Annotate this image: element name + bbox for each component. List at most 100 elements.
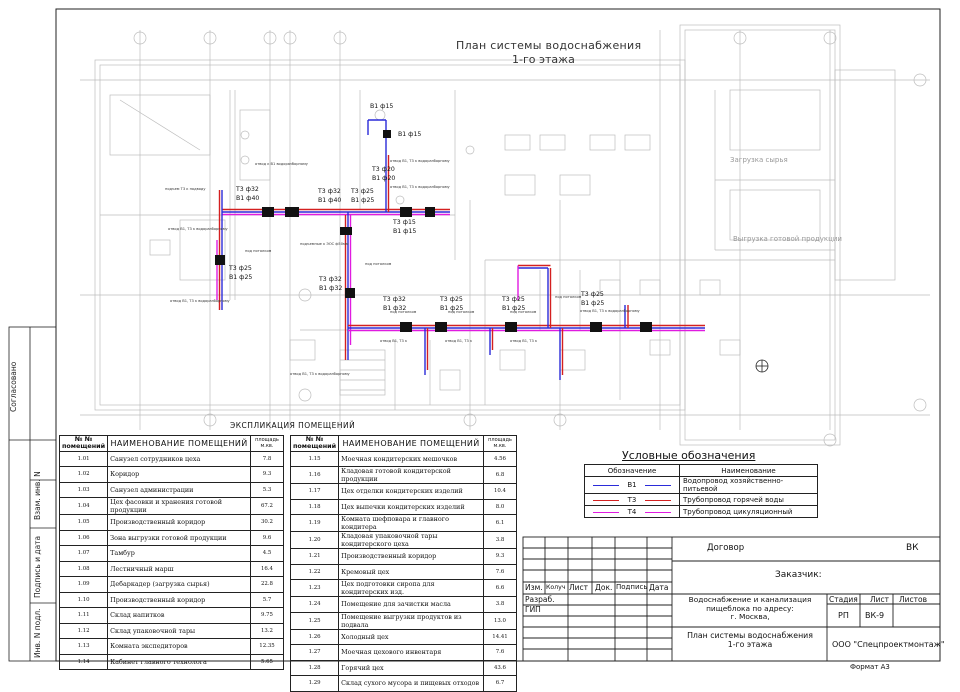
plan-annotations: отвод к В1 водоразборному подъем Т3 к по… [165, 159, 641, 376]
room-label-unloading: Выгрузка готовой продукции [733, 235, 842, 243]
svg-text:подъемные к ЭОС ф50мм: подъемные к ЭОС ф50мм [300, 242, 349, 246]
room-label-loading: Загрузка сырья [730, 156, 788, 164]
svg-text:подъем Т3 к подводу: подъем Т3 к подводу [165, 187, 206, 191]
legend-code: Т4 [619, 507, 645, 516]
valves [215, 130, 652, 332]
project-line-2: пищеблока по адресу: [706, 603, 794, 613]
stamp-sheets-header: Листов [899, 595, 928, 604]
stamp-code: ВК [906, 543, 919, 553]
side-label-signature-date: Подпись и дата [33, 536, 42, 598]
room-name: Кладовая готовой кондитерской продукции [338, 466, 484, 484]
svg-text:под потолком: под потолком [555, 295, 582, 299]
pipe-label: B1 ф20 [372, 175, 395, 182]
explication-title: ЭКСПЛИКАЦИЯ ПОМЕЩЕНИЙ [230, 421, 356, 430]
pipe-label: B1 ф15 [370, 103, 393, 110]
stamp-sheet: ВК-9 [865, 611, 885, 620]
room-number: 1.23 [289, 579, 340, 597]
pipe-label: Т3 ф15 [392, 219, 416, 226]
svg-text:отвод В1, Т3 к водоразборному: отвод В1, Т3 к водоразборному [390, 159, 451, 163]
stamp-format: Формат А3 [850, 663, 890, 671]
svg-text:под потолком: под потолком [365, 262, 392, 266]
pipe-label: Т3 ф20 [371, 166, 395, 173]
stamp-developer: Разраб. [525, 595, 555, 604]
pipe-label: B1 ф15 [393, 228, 416, 235]
side-label-replaced-inv: Взам. инв. N [33, 471, 42, 520]
pipe-label: B1 ф32 [383, 305, 406, 312]
svg-text:под потолком: под потолком [510, 310, 537, 314]
legend-code: Т3 [619, 495, 645, 504]
room-number: 1.09 [58, 576, 109, 593]
project-line-1: Водоснабжение и канализация [688, 595, 812, 604]
room-area: 13.0 [483, 611, 517, 630]
svg-text:отвод В1, Т3 к: отвод В1, Т3 к [380, 339, 408, 343]
pipe-label: Т3 ф32 [382, 296, 406, 303]
pipe-label: B1 ф15 [398, 131, 421, 138]
pipe-label: Т3 ф25 [501, 296, 525, 303]
stamp-sheet-title: План системы водоснабжения 1-го этажа [674, 631, 826, 649]
pipe-label: B1 ф25 [440, 305, 463, 312]
room-name: Цех подготовки сиропа для кондитерских и… [338, 579, 484, 597]
explication-right: № № помещений НАИМЕНОВАНИЕ ПОМЕЩЕНИЙ пло… [289, 435, 517, 692]
pipe-label: B1 ф25 [229, 274, 252, 281]
floor-drain-icon [755, 359, 769, 373]
pipe-label: B1 ф40 [318, 197, 341, 204]
svg-text:отвод к В1 водоразборному: отвод к В1 водоразборному [255, 162, 309, 166]
room-number: 1.26 [289, 628, 340, 645]
room-name: Цех фасовки и хранения готовой продукции [107, 497, 251, 515]
pipe-label: Т3 ф25 [350, 188, 374, 195]
legend-title: Условные обозначения [622, 449, 756, 462]
stamp-company: ООО "Спецпроектмонтаж" [832, 640, 945, 649]
svg-text:отвод В1, Т3 к водоразборному: отвод В1, Т3 к водоразборному [390, 185, 451, 189]
svg-text:отвод В1, Т3 к: отвод В1, Т3 к [510, 339, 538, 343]
legend-code: B1 [619, 481, 645, 489]
stamp-col-podpis: Подпись [616, 583, 648, 591]
room-name: Кладовая упаковочной тары кондитерского … [338, 531, 484, 549]
room-number: 1.20 [289, 531, 340, 549]
svg-text:отвод В1, Т3 к водоразборному: отвод В1, Т3 к водоразборному [290, 372, 351, 376]
legend-symbol: Т4 [584, 505, 680, 518]
svg-text:под потолком: под потолком [245, 249, 272, 253]
stamp-chief-engineer: ГИП [525, 605, 541, 614]
room-number: 1.16 [289, 466, 340, 484]
svg-text:отвод В1, Т3 к водоразборному: отвод В1, Т3 к водоразборному [168, 227, 229, 231]
sheet-title-2: 1-го этажа [727, 640, 773, 649]
explication-left: № № помещений НАИМЕНОВАНИЕ ПОМЕЩЕНИЙ пло… [58, 435, 284, 670]
pipe-label: Т3 ф25 [228, 265, 252, 272]
stamp-stage-header: Стадия [829, 595, 858, 604]
pipe-label: Т3 ф32 [318, 276, 342, 283]
stamp-contract: Договор [707, 543, 745, 553]
side-stamp [8, 326, 57, 662]
room-name: Помещение выгрузки продуктов из подвала [338, 611, 484, 630]
pipe-labels: B1 ф15 B1 ф15 Т3 ф20 B1 ф20 Т3 ф32 B1 ф4… [228, 103, 604, 312]
room-area: 3.8 [483, 531, 517, 549]
stamp-col-data: Дата [649, 583, 669, 592]
stamp-project-name: Водоснабжение и канализация пищеблока по… [674, 595, 826, 622]
pipe-label: Т3 ф25 [580, 291, 604, 298]
stamp-stage: РП [838, 611, 849, 620]
room-area: 8.0 [483, 498, 517, 515]
project-line-3: г. Москва, [730, 612, 770, 621]
svg-text:под потолком: под потолком [390, 310, 417, 314]
pipe-label: B1 ф25 [351, 197, 374, 204]
stamp-col-dok: Док. [595, 583, 613, 592]
room-area: 5.65 [250, 653, 284, 670]
svg-text:отвод В1, Т3 к: отвод В1, Т3 к [445, 339, 473, 343]
drawing-subtitle: 1-го этажа [512, 53, 575, 66]
stamp-sheet-header: Лист [870, 595, 890, 604]
pipe-label: Т3 ф32 [317, 188, 341, 195]
